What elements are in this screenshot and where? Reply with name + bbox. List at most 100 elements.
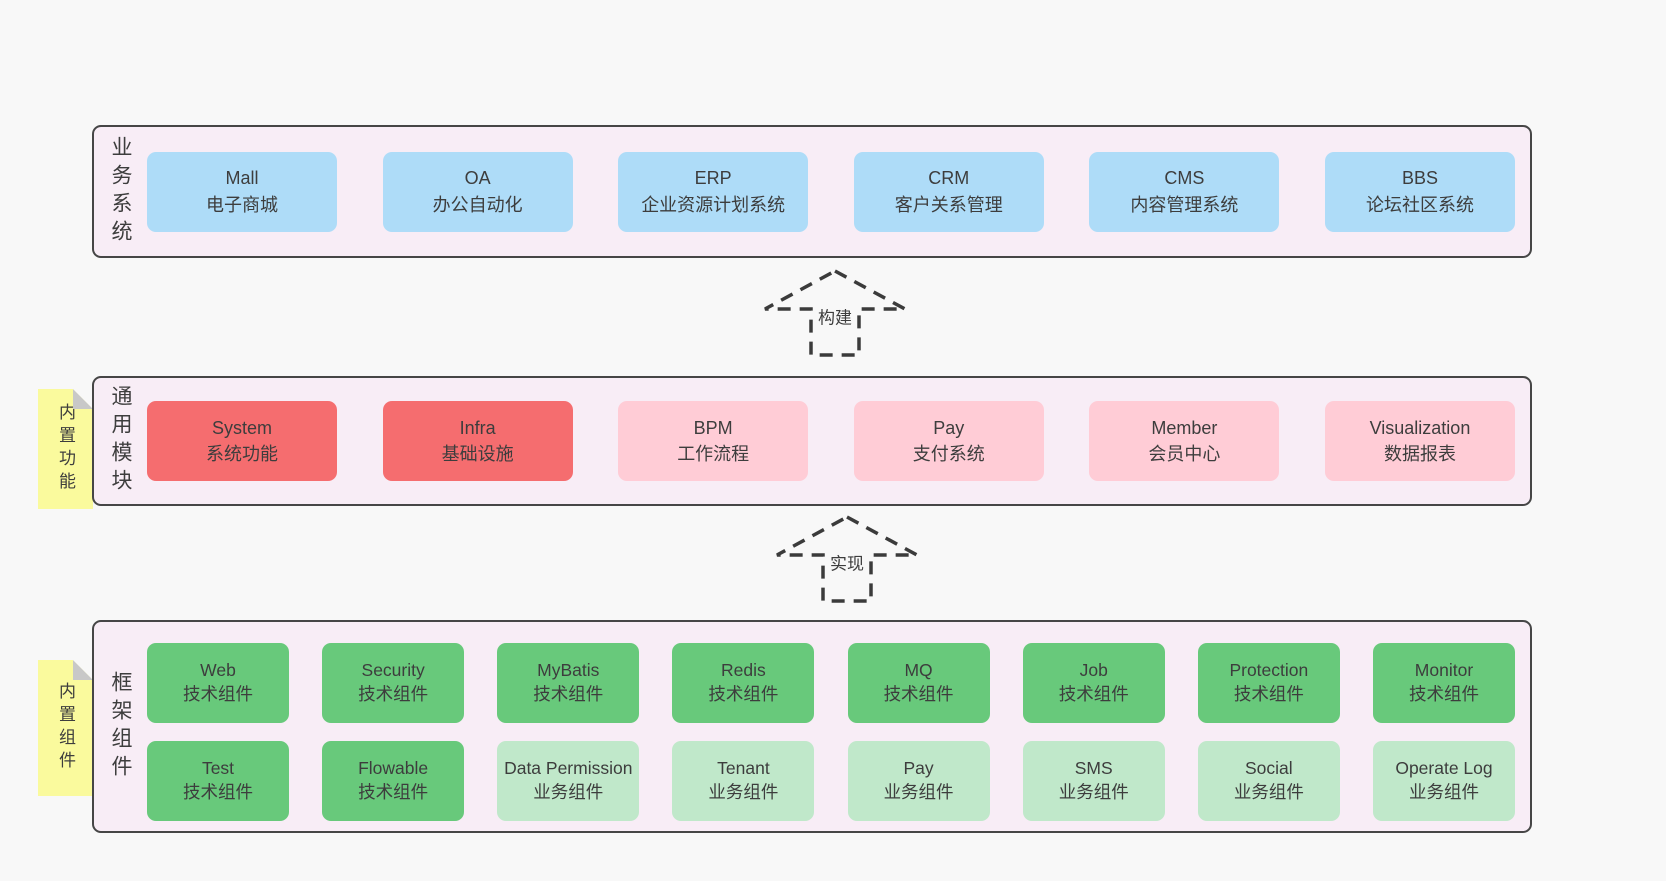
box-bpm: BPM 工作流程 (618, 401, 809, 481)
box-subtitle: 业务组件 (533, 782, 604, 802)
box-subtitle: 技术组件 (1408, 684, 1479, 704)
tech-components-row: Web 技术组件 Security 技术组件 MyBatis 技术组件 Redi… (147, 643, 1515, 723)
box-infra: Infra 基础设施 (382, 401, 573, 481)
framework-components-rows: Web 技术组件 Security 技术组件 MyBatis 技术组件 Redi… (147, 643, 1515, 821)
box-subtitle: 技术组件 (183, 684, 253, 704)
common-modules-label: 通用模块 (109, 385, 132, 497)
business-systems-row: Mall 电子商城 OA 办公自动化 ERP 企业资源计划系统 CRM 客户关系… (147, 127, 1515, 256)
box-member: Member 会员中心 (1089, 401, 1280, 481)
box-title: ERP (694, 168, 732, 189)
box-title: Pay (933, 417, 965, 438)
box-mall: Mall 电子商城 (147, 151, 337, 232)
box-web: Web 技术组件 (147, 643, 289, 723)
builtin-components-sticky: 内置组件 (38, 660, 93, 796)
box-subtitle: 电子商城 (206, 194, 278, 215)
box-subtitle: 业务组件 (1408, 782, 1479, 802)
business-systems-panel: 业务系统 Mall 电子商城 OA 办公自动化 ERP 企业资源计划系统 CRM… (92, 125, 1532, 258)
framework-components-panel: 框架组件 Web 技术组件 Security 技术组件 MyBatis 技术组件… (92, 620, 1532, 833)
box-subtitle: 企业资源计划系统 (641, 194, 786, 215)
common-modules-row: System 系统功能 Infra 基础设施 BPM 工作流程 Pay 支付系统… (147, 378, 1515, 504)
box-data-permission: Data Permission 业务组件 (497, 741, 640, 821)
box-subtitle: 业务组件 (1058, 782, 1129, 802)
box-redis: Redis 技术组件 (672, 643, 815, 723)
box-title: Security (361, 660, 425, 681)
box-title: Web (200, 660, 236, 681)
box-job: Job 技术组件 (1022, 643, 1165, 723)
box-title: Member (1151, 417, 1218, 438)
box-title: Monitor (1414, 660, 1474, 681)
box-subtitle: 技术组件 (533, 684, 604, 704)
box-title: Operate Log (1395, 758, 1493, 779)
box-visualization: Visualization 数据报表 (1324, 401, 1515, 481)
box-title: OA (464, 168, 491, 189)
box-title: SMS (1074, 758, 1113, 779)
box-title: Infra (459, 417, 496, 438)
box-subtitle: 业务组件 (708, 782, 779, 802)
box-subtitle: 会员中心 (1148, 444, 1221, 464)
box-title: Redis (721, 660, 766, 681)
box-subtitle: 办公自动化 (432, 194, 523, 215)
box-social: Social 业务组件 (1197, 741, 1340, 821)
box-bbs: BBS 论坛社区系统 (1324, 151, 1515, 232)
box-subtitle: 工作流程 (677, 444, 750, 464)
box-protection: Protection 技术组件 (1197, 643, 1340, 723)
box-subtitle: 客户关系管理 (894, 194, 1003, 215)
box-title: BBS (1401, 168, 1438, 189)
box-sms: SMS 业务组件 (1022, 741, 1165, 821)
box-subtitle: 技术组件 (183, 782, 253, 802)
build-arrow-label: 构建 (815, 301, 855, 331)
box-title: Job (1079, 660, 1108, 681)
box-title: Pay (903, 758, 934, 779)
box-subtitle: 技术组件 (1233, 684, 1304, 704)
box-pay-module: Pay 支付系统 (853, 401, 1044, 481)
box-title: Mall (225, 168, 259, 189)
box-title: CMS (1164, 168, 1205, 189)
box-subtitle: 内容管理系统 (1130, 194, 1239, 215)
box-test: Test 技术组件 (147, 741, 289, 821)
builtin-features-sticky: 内置功能 (38, 389, 93, 509)
box-title: Test (201, 758, 235, 779)
framework-components-label: 框架组件 (109, 670, 132, 783)
implement-arrow: 实现 (772, 514, 922, 604)
box-title: MyBatis (537, 660, 600, 681)
common-modules-panel: 通用模块 System 系统功能 Infra 基础设施 BPM 工作流程 Pay… (92, 376, 1532, 506)
box-title: CRM (928, 168, 970, 189)
box-erp: ERP 企业资源计划系统 (618, 151, 809, 232)
box-subtitle: 支付系统 (912, 444, 985, 464)
box-title: Protection (1229, 660, 1309, 681)
box-security: Security 技术组件 (322, 643, 465, 723)
box-subtitle: 数据报表 (1383, 444, 1456, 464)
builtin-features-sticky-label: 内置功能 (56, 403, 75, 495)
box-tenant: Tenant 业务组件 (672, 741, 815, 821)
business-systems-label: 业务系统 (109, 135, 132, 248)
box-cms: CMS 内容管理系统 (1089, 151, 1280, 232)
box-mq: MQ 技术组件 (847, 643, 990, 723)
box-monitor: Monitor 技术组件 (1372, 643, 1515, 723)
box-title: BPM (693, 417, 733, 438)
box-subtitle: 技术组件 (708, 684, 779, 704)
builtin-components-sticky-label: 内置组件 (56, 682, 75, 774)
build-arrow: 构建 (760, 268, 910, 358)
box-subtitle: 基础设施 (441, 444, 514, 464)
box-title: Flowable (358, 758, 429, 779)
box-mybatis: MyBatis 技术组件 (497, 643, 640, 723)
box-title: Data Permission (504, 758, 633, 779)
box-oa: OA 办公自动化 (382, 151, 573, 232)
box-title: MQ (904, 660, 933, 681)
box-operate-log: Operate Log 业务组件 (1372, 741, 1515, 821)
box-subtitle: 业务组件 (1233, 782, 1304, 802)
box-title: Visualization (1369, 417, 1471, 438)
box-subtitle: 技术组件 (358, 782, 429, 802)
box-title: System (211, 417, 272, 438)
box-subtitle: 技术组件 (1058, 684, 1129, 704)
box-title: Social (1245, 758, 1293, 779)
box-subtitle: 业务组件 (883, 782, 954, 802)
box-crm: CRM 客户关系管理 (853, 151, 1044, 232)
box-subtitle: 技术组件 (358, 684, 429, 704)
box-flowable: Flowable 技术组件 (322, 741, 465, 821)
biz-components-row: Test 技术组件 Flowable 技术组件 Data Permission … (147, 741, 1515, 821)
box-subtitle: 系统功能 (206, 444, 278, 464)
implement-arrow-label: 实现 (827, 547, 867, 577)
box-subtitle: 技术组件 (883, 684, 954, 704)
